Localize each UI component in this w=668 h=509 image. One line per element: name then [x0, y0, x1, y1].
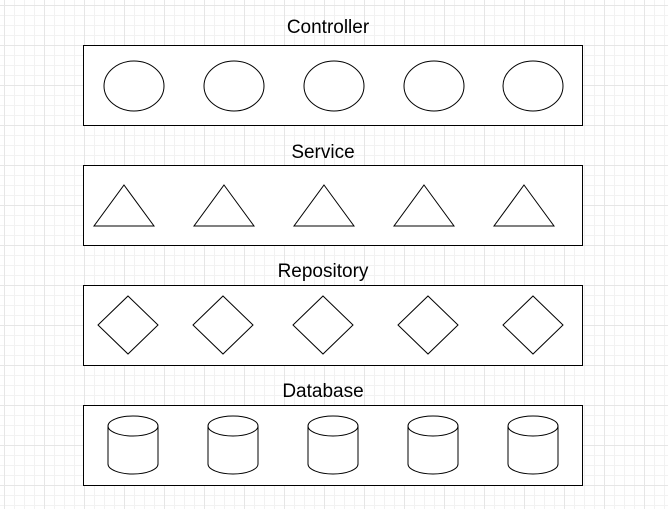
repository-diamond [97, 295, 159, 355]
service-triangle [493, 184, 555, 227]
controller-shapes [103, 60, 564, 112]
service-triangle [293, 184, 355, 227]
layer-title-repository: Repository [278, 261, 369, 282]
database-cylinder [507, 415, 559, 475]
controller-ellipse [303, 60, 365, 112]
repository-diamond [397, 295, 459, 355]
database-cylinder [207, 415, 259, 475]
layer-title-database: Database [282, 381, 363, 402]
service-triangle [393, 184, 455, 227]
layer-controller: Controller [83, 17, 583, 126]
controller-ellipse [502, 60, 564, 112]
layer-service: Service [83, 142, 583, 246]
database-cylinder [307, 415, 359, 475]
controller-ellipse [103, 60, 165, 112]
layer-title-controller: Controller [287, 17, 370, 38]
database-shapes [107, 415, 559, 475]
repository-diamond [502, 295, 564, 355]
layer-repository: Repository [83, 261, 583, 366]
layer-database: Database [83, 381, 583, 486]
repository-shapes [97, 295, 564, 355]
database-cylinder [107, 415, 159, 475]
service-triangle [193, 184, 255, 227]
service-triangle [93, 184, 155, 227]
layer-title-service: Service [291, 142, 354, 163]
repository-diamond [192, 295, 254, 355]
controller-ellipse [203, 60, 265, 112]
service-shapes [93, 184, 555, 227]
database-cylinder [407, 415, 459, 475]
repository-diamond [292, 295, 354, 355]
controller-ellipse [403, 60, 465, 112]
